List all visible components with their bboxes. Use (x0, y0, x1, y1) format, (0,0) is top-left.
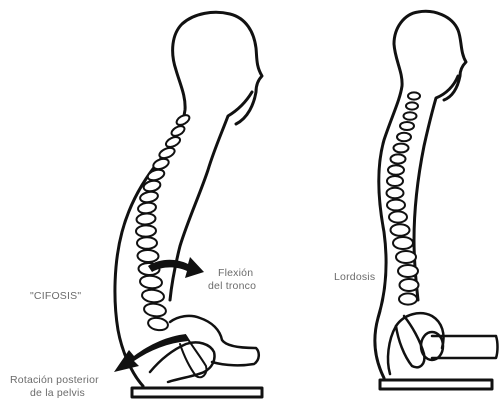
lordosis-front-outline (414, 76, 458, 300)
lordosis-hand (396, 316, 424, 367)
lordosis-seat (380, 380, 492, 389)
rotacion-label-line2: de la pelvis (10, 387, 99, 400)
flexion-label-line1: Flexión (208, 267, 256, 280)
cifosis-label: "CIFOSIS" (30, 290, 81, 303)
kyphosis-figure (115, 12, 262, 397)
rotacion-label: Rotación posterior de la pelvis (10, 374, 99, 400)
rotacion-label-line1: Rotación posterior (10, 374, 99, 387)
kyphosis-back-outline (115, 12, 262, 386)
lordosis-pelvis-outline (388, 313, 444, 374)
flexion-label-line2: del tronco (208, 280, 256, 293)
flexion-label: Flexión del tronco (208, 267, 256, 293)
kyphosis-spine (136, 113, 191, 332)
kyphosis-seat (132, 388, 262, 397)
lordosis-label: Lordosis (334, 271, 375, 284)
